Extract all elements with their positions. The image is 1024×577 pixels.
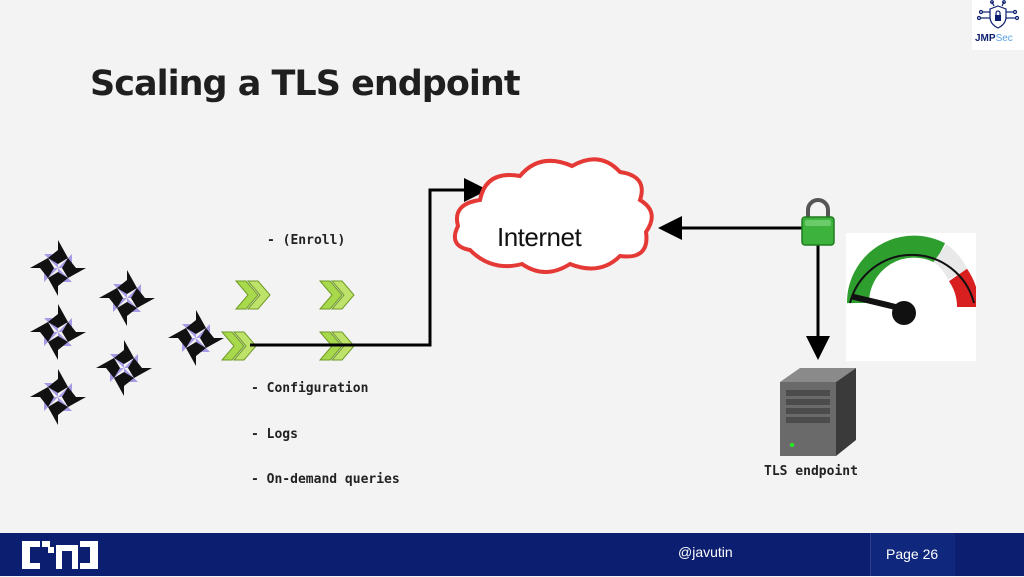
chevron-arrows-icon [319, 280, 355, 310]
client-pinwheel [30, 240, 86, 296]
author-handle: @javutin [678, 544, 733, 560]
speed-gauge [846, 233, 980, 361]
bullet-on-demand-queries: - On-demand queries [251, 472, 400, 487]
client-to-internet-arrow [250, 178, 488, 347]
bullet-logs: - Logs [251, 427, 298, 442]
bullet-configuration: - Configuration [251, 381, 369, 396]
jmpsec-logo: JMPSec [972, 0, 1024, 50]
page-number: Page 26 [886, 546, 939, 562]
circuit-shield-icon [976, 0, 1020, 29]
speedometer-icon [846, 235, 980, 325]
server-icon [780, 368, 856, 456]
slide-title: Scaling a TLS endpoint [90, 64, 521, 104]
client-pinwheel [168, 310, 224, 366]
internet-label: Internet [497, 222, 582, 252]
bracket-logo-icon [22, 541, 98, 569]
footer-logo [0, 537, 110, 573]
padlock-icon [801, 198, 835, 246]
client-pinwheel [30, 369, 86, 425]
jmpsec-wordmark: JMPSec [975, 33, 1013, 44]
bullet-enroll: - (Enroll) [267, 233, 346, 248]
client-pinwheel [96, 340, 152, 396]
internet-cloud-icon [453, 157, 654, 274]
client-pinwheel [30, 304, 86, 360]
client-pinwheel [99, 270, 155, 326]
page-number-box: Page 26 [870, 533, 955, 576]
diagram [30, 157, 856, 456]
footer-bar: @javutin Page 26 [0, 533, 1024, 576]
tls-endpoint-label: TLS endpoint [764, 464, 858, 479]
chevron-arrows-icon [235, 280, 271, 310]
